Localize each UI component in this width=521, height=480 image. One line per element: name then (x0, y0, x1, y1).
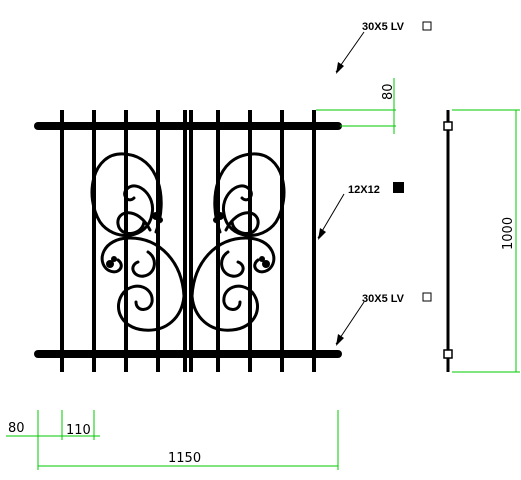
vertical-bars (60, 110, 316, 372)
side-elevation (443, 110, 453, 372)
label-top-flat: 30X5 LV (362, 21, 405, 33)
scroll-ornament-left (90, 152, 186, 332)
side-rail-top (443, 121, 453, 131)
callout-square-bar: 12X12 (317, 182, 404, 240)
filled-square-icon (393, 182, 404, 193)
hollow-square-icon (422, 292, 432, 302)
dim-width-text: 1150 (168, 451, 201, 466)
scroll-ornament-right (190, 152, 286, 332)
label-bottom-flat: 30X5 LV (362, 293, 405, 305)
callout-top-flat: 30X5 LV (335, 21, 432, 74)
grille-elevation (34, 110, 342, 372)
scroll-knot (157, 217, 163, 223)
dim-rail-offset-text: 80 (381, 83, 396, 100)
dim-height: 1000 (452, 109, 520, 373)
dim-bottom: 80 110 1150 (6, 410, 339, 470)
label-square-bar: 12X12 (348, 184, 380, 196)
scroll-knot (262, 260, 270, 268)
scroll-knot (259, 256, 265, 262)
scroll-knot (106, 260, 114, 268)
side-rail-bottom (443, 349, 453, 359)
dim-end-gap-text: 80 (8, 421, 25, 436)
scroll-knot (213, 217, 219, 223)
callout-bottom-flat: 30X5 LV (335, 292, 432, 346)
dim-rail-offset: 80 (316, 78, 396, 134)
scroll-knot (111, 256, 117, 262)
hollow-square-icon (422, 21, 432, 31)
dim-height-text: 1000 (501, 217, 516, 250)
dim-bar-spacing-text: 110 (66, 423, 91, 438)
